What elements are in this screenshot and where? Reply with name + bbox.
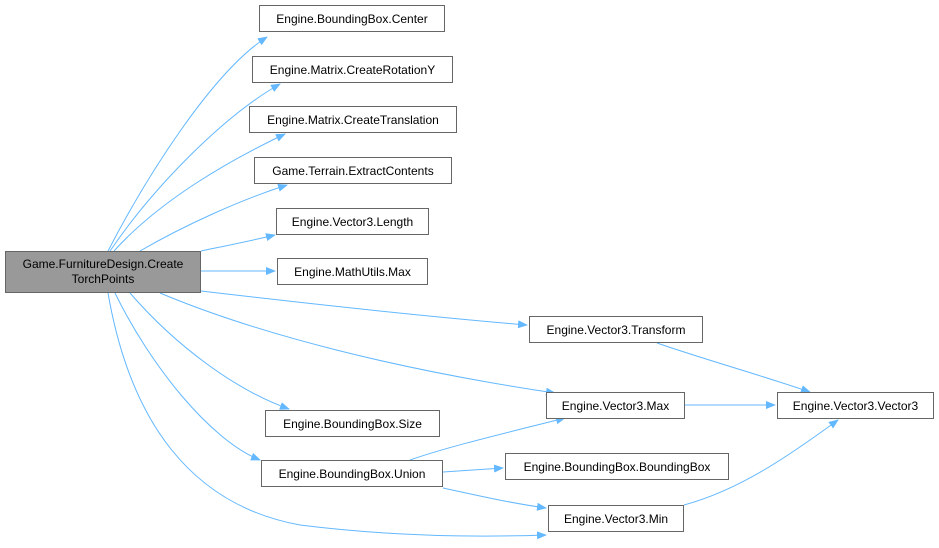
edge-union-to-vector3-max xyxy=(409,416,566,461)
edge-union-to-bb-ctor xyxy=(442,464,504,473)
node-mathutils-max-label: Engine.MathUtils.Max xyxy=(294,264,411,279)
edge-union-to-vector3-min xyxy=(442,487,547,511)
node-boundingbox-center-label: Engine.BoundingBox.Center xyxy=(276,11,428,26)
node-matrix-createrotationy-label: Engine.Matrix.CreateRotationY xyxy=(269,62,436,77)
edge-root-to-matrix-translation xyxy=(113,133,286,252)
node-boundingbox-union-label: Engine.BoundingBox.Union xyxy=(278,466,426,481)
edge-root-to-vector3-transform xyxy=(200,290,528,329)
node-vector3-vector3[interactable]: Engine.Vector3.Vector3 xyxy=(777,392,934,419)
node-boundingbox-union[interactable]: Engine.BoundingBox.Union xyxy=(261,460,443,487)
node-boundingbox-center[interactable]: Engine.BoundingBox.Center xyxy=(259,5,445,32)
node-boundingbox-size-label: Engine.BoundingBox.Size xyxy=(283,416,422,431)
node-root-line2: TorchPoints xyxy=(71,272,135,286)
node-mathutils-max[interactable]: Engine.MathUtils.Max xyxy=(277,258,428,285)
node-vector3-length-label: Engine.Vector3.Length xyxy=(291,214,414,229)
node-vector3-max-label: Engine.Vector3.Max xyxy=(561,398,670,413)
edge-root-to-vector3-min xyxy=(107,292,547,540)
edge-min-to-vector3 xyxy=(683,419,839,506)
edge-root-to-terrain-extract xyxy=(139,183,288,252)
node-boundingbox-size[interactable]: Engine.BoundingBox.Size xyxy=(265,410,440,437)
node-vector3-max[interactable]: Engine.Vector3.Max xyxy=(546,392,685,419)
node-vector3-length[interactable]: Engine.Vector3.Length xyxy=(276,208,429,235)
node-vector3-vector3-label: Engine.Vector3.Vector3 xyxy=(792,398,919,413)
node-terrain-extractcontents[interactable]: Game.Terrain.ExtractContents xyxy=(254,157,452,184)
edge-root-to-bb-union xyxy=(114,292,261,461)
node-terrain-extractcontents-label: Game.Terrain.ExtractContents xyxy=(272,163,434,178)
node-boundingbox-boundingbox-label: Engine.BoundingBox.BoundingBox xyxy=(523,459,711,474)
node-vector3-min-label: Engine.Vector3.Min xyxy=(563,511,669,526)
node-matrix-createrotationy[interactable]: Engine.Matrix.CreateRotationY xyxy=(252,56,453,83)
node-boundingbox-boundingbox[interactable]: Engine.BoundingBox.BoundingBox xyxy=(505,453,729,480)
node-furnituredesign-createtorchpoints[interactable]: Game.FurnitureDesign.Create TorchPoints xyxy=(5,251,201,293)
node-vector3-transform-label: Engine.Vector3.Transform xyxy=(546,322,686,337)
edge-root-to-matrix-rotationy xyxy=(109,83,281,252)
node-matrix-createtranslation-label: Engine.Matrix.CreateTranslation xyxy=(267,112,439,127)
node-matrix-createtranslation[interactable]: Engine.Matrix.CreateTranslation xyxy=(249,106,457,133)
node-root-line1: Game.FurnitureDesign.Create xyxy=(22,257,184,271)
edge-root-to-bb-center xyxy=(107,36,268,252)
edge-root-to-vector3-length xyxy=(200,233,276,252)
node-vector3-min[interactable]: Engine.Vector3.Min xyxy=(548,505,684,532)
edge-root-to-bb-size xyxy=(129,292,290,410)
edge-root-to-vector3-max xyxy=(159,292,556,396)
node-vector3-transform[interactable]: Engine.Vector3.Transform xyxy=(529,316,703,343)
edge-transform-to-vector3 xyxy=(656,342,811,393)
